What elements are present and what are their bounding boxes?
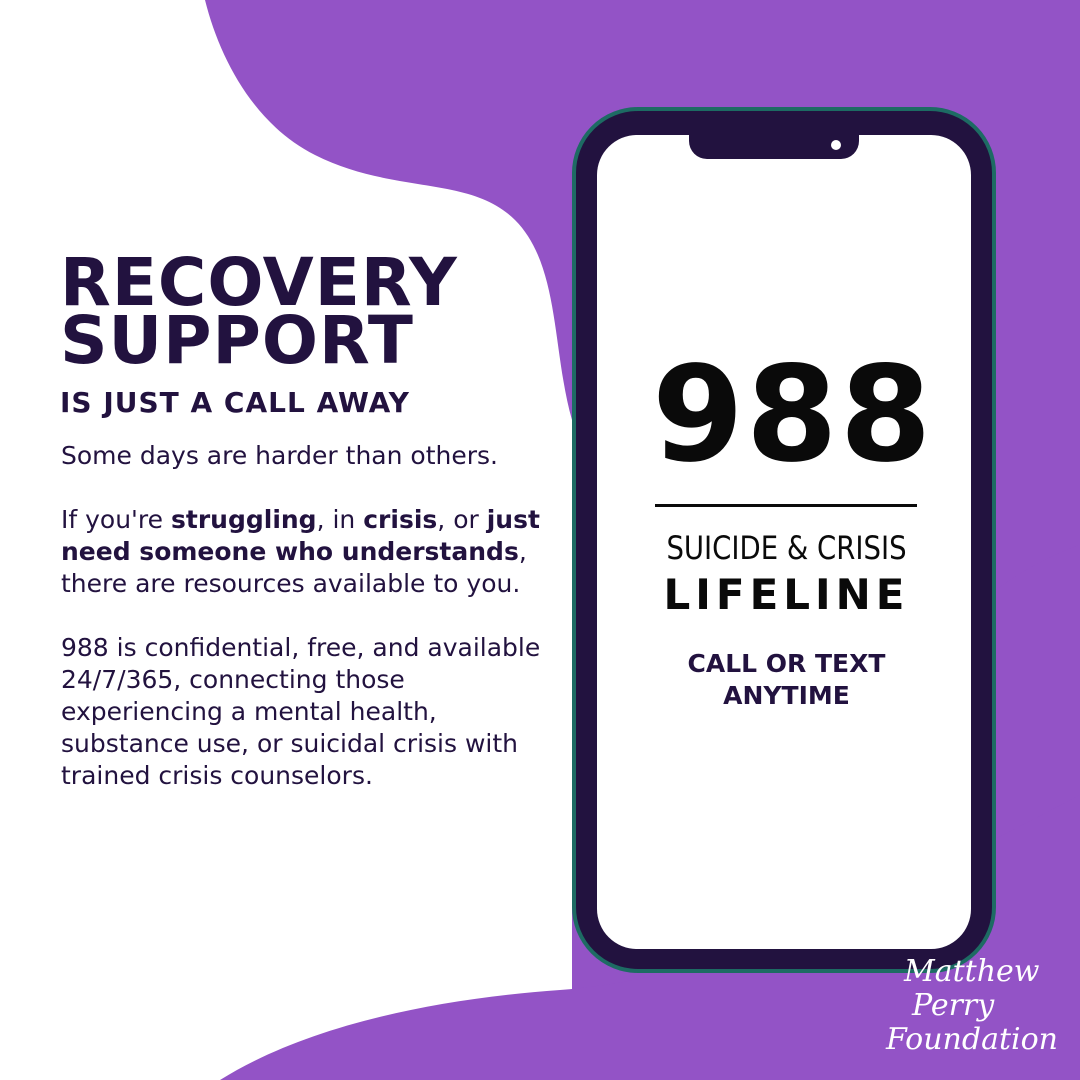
body-p2-bold-struggling: struggling: [171, 505, 317, 534]
phone-camera-icon: [831, 140, 841, 150]
bottom-purple-wave: [220, 795, 1080, 1080]
phone-illustration: [572, 107, 996, 973]
cta-line-1: CALL OR TEXT: [687, 649, 886, 678]
headline-recovery: RECOVERY: [60, 244, 458, 321]
body-p2-text-2: , in: [316, 505, 364, 534]
body-p2-text-4: , there are resources available to you.: [61, 537, 527, 598]
subheadline: IS JUST A CALL AWAY: [60, 386, 410, 419]
lifeline-title-line-2: LIFELINE: [663, 570, 910, 619]
body-p2-bold-crisis: crisis: [363, 505, 438, 534]
crisis-number-988: 988: [652, 338, 934, 492]
phone-screen: [597, 135, 971, 949]
logo-line-3: Foundation: [886, 1022, 1059, 1057]
cta-line-2: ANYTIME: [723, 681, 850, 710]
body-paragraph-3: 988 is confidential, free, and available…: [61, 633, 541, 790]
logo-line-1: Matthew: [904, 954, 1040, 989]
logo-line-2: Perry: [912, 988, 995, 1023]
body-p2-bold-someone: just need someone who understands: [61, 505, 540, 566]
call-or-text-cta: CALL OR TEXT ANYTIME: [600, 648, 973, 712]
divider-line: [655, 504, 917, 507]
phone-notch: [689, 111, 859, 159]
body-p2-text-1: If you're: [61, 505, 171, 534]
body-paragraph-2: If you're struggling, in crisis, or just…: [61, 504, 541, 600]
top-right-purple-fill: [996, 0, 1080, 590]
matthew-perry-foundation-logo: Matthew Perry Foundation: [882, 955, 1072, 1057]
body-paragraph-1: Some days are harder than others.: [61, 441, 498, 470]
headline-support: SUPPORT: [60, 302, 414, 379]
lifeline-title-line-1: SUICIDE & CRISIS: [666, 529, 907, 567]
body-text: Some days are harder than others. If you…: [61, 440, 541, 824]
body-p2-text-3: , or: [437, 505, 487, 534]
